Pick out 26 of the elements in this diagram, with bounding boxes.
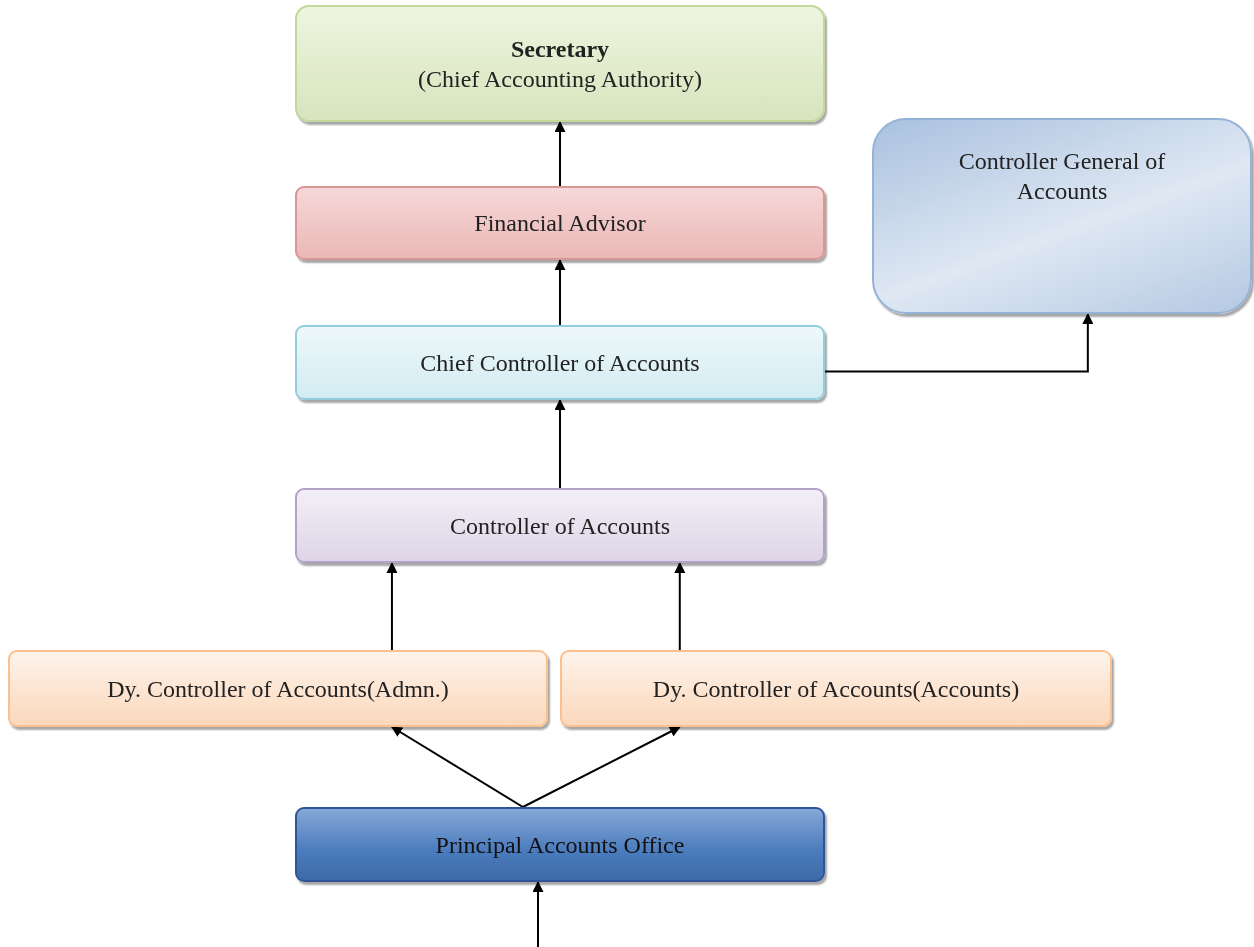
- arrow: [390, 726, 524, 808]
- arrow: [521, 726, 681, 808]
- box-label: Chief Controller of Accounts: [419, 348, 701, 378]
- arrow: [674, 561, 686, 651]
- arrow: [386, 561, 398, 651]
- arrow: [554, 398, 566, 489]
- org-box: [295, 807, 825, 882]
- org-box: [8, 650, 548, 727]
- org-box: [295, 325, 825, 400]
- box-label: Dy. Controller of Accounts(Admn.): [106, 674, 450, 704]
- arrow: [554, 120, 566, 187]
- box-label: Controller General of Accounts: [957, 147, 1167, 206]
- org-box: [295, 186, 825, 260]
- org-box: [872, 118, 1252, 314]
- arrow: [532, 880, 544, 947]
- box-subtitle: (Chief Accounting Authority): [417, 64, 703, 94]
- org-box: [295, 488, 825, 563]
- box-label: Dy. Controller of Accounts(Accounts): [651, 674, 1021, 704]
- box-label: Controller of Accounts: [449, 511, 671, 541]
- org-box: [560, 650, 1112, 727]
- box-label: Financial Advisor: [473, 209, 647, 238]
- arrow: [824, 312, 1094, 373]
- org-box: [295, 5, 825, 122]
- arrow: [554, 258, 566, 326]
- box-heading: Secretary: [509, 34, 611, 64]
- box-label: Principal Accounts Office: [434, 830, 686, 860]
